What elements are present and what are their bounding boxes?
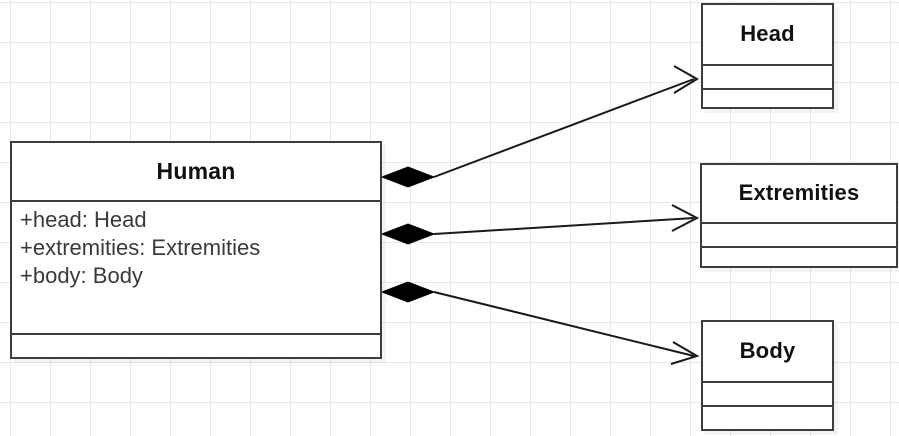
class-attributes-human: +head: Head +extremities: Extremities +b… [12, 200, 380, 333]
class-box-extremities[interactable]: Extremities [700, 163, 898, 268]
class-attributes-body [703, 380, 832, 406]
class-attributes-head [703, 63, 832, 89]
edge-human-head[interactable] [380, 65, 699, 188]
attribute-row: +body: Body [20, 263, 143, 289]
class-operations-extremities [702, 246, 896, 266]
class-box-body[interactable]: Body [701, 320, 834, 431]
attribute-row: +head: Head [20, 207, 147, 232]
attribute-row: +extremities: Extremities [20, 235, 261, 261]
class-attributes-extremities [702, 221, 896, 247]
class-name-body: Body [739, 338, 796, 364]
edge-human-extremities[interactable] [380, 204, 700, 245]
edge-human-body[interactable] [380, 281, 700, 365]
open-arrow-icon [670, 341, 700, 365]
open-arrow-icon [673, 65, 699, 94]
class-operations-body [703, 405, 832, 429]
filled-diamond-icon [380, 166, 436, 188]
class-operations-human [12, 333, 380, 357]
edge-line [433, 217, 695, 235]
class-name-human: Human [156, 158, 236, 184]
class-operations-head [703, 88, 832, 107]
edge-line [433, 291, 695, 357]
class-name-head: Head [740, 21, 795, 47]
filled-diamond-icon [380, 223, 436, 245]
class-box-human[interactable]: Human +head: Head +extremities: Extremit… [10, 141, 382, 359]
edge-line [433, 78, 695, 178]
filled-diamond-icon [380, 281, 436, 303]
class-box-head[interactable]: Head [701, 3, 834, 109]
open-arrow-icon [671, 204, 700, 232]
class-name-extremities: Extremities [738, 180, 860, 206]
